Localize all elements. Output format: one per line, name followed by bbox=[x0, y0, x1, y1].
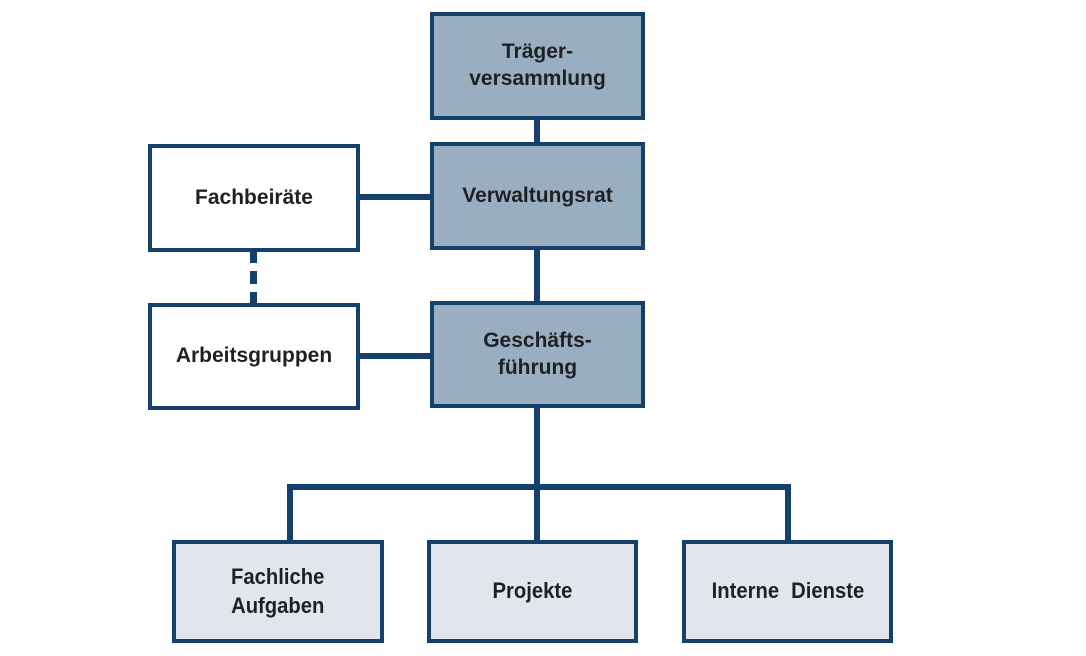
node-arbeitsgruppen-label: Arbeitsgruppen bbox=[175, 344, 333, 368]
node-geschaeftsfuehrung: Geschäfts- führung bbox=[430, 301, 645, 408]
edge-drop-fachliche-aufgaben bbox=[287, 484, 293, 542]
node-interne-dienste: Interne Dienste bbox=[682, 540, 893, 643]
node-interne-dienste-label: Interne Dienste bbox=[711, 578, 864, 604]
node-projekte-label: Projekte bbox=[492, 578, 573, 604]
edge-arbeitsgruppen-geschaeftsfuehrung bbox=[358, 353, 432, 359]
edge-traegerversammlung-verwaltungsrat bbox=[534, 118, 540, 144]
edge-geschaeftsfuehrung-projekte bbox=[534, 406, 540, 542]
edge-bottom-bus bbox=[287, 484, 791, 490]
node-projekte: Projekte bbox=[427, 540, 638, 643]
node-fachliche-aufgaben: Fachliche Aufgaben bbox=[172, 540, 384, 643]
node-geschaeftsfuehrung-label: Geschäfts- führung bbox=[483, 328, 592, 379]
node-traegerversammlung: Träger- versammlung bbox=[430, 12, 645, 120]
edge-fachbeiraete-verwaltungsrat bbox=[358, 194, 432, 200]
node-fachbeiraete: Fachbeiräte bbox=[148, 144, 360, 252]
node-verwaltungsrat-label: Verwaltungsrat bbox=[462, 183, 613, 207]
edge-drop-interne-dienste bbox=[785, 484, 791, 542]
node-arbeitsgruppen: Arbeitsgruppen bbox=[148, 303, 360, 410]
edge-verwaltungsrat-geschaeftsfuehrung bbox=[534, 248, 540, 303]
node-verwaltungsrat: Verwaltungsrat bbox=[430, 142, 645, 250]
node-traegerversammlung-label: Träger- versammlung bbox=[469, 40, 606, 90]
node-fachbeiraete-label: Fachbeiräte bbox=[195, 185, 313, 209]
node-fachliche-aufgaben-label: Fachliche Aufgaben bbox=[231, 564, 325, 618]
edge-fachbeiraete-arbeitsgruppen-dashed bbox=[250, 250, 257, 305]
